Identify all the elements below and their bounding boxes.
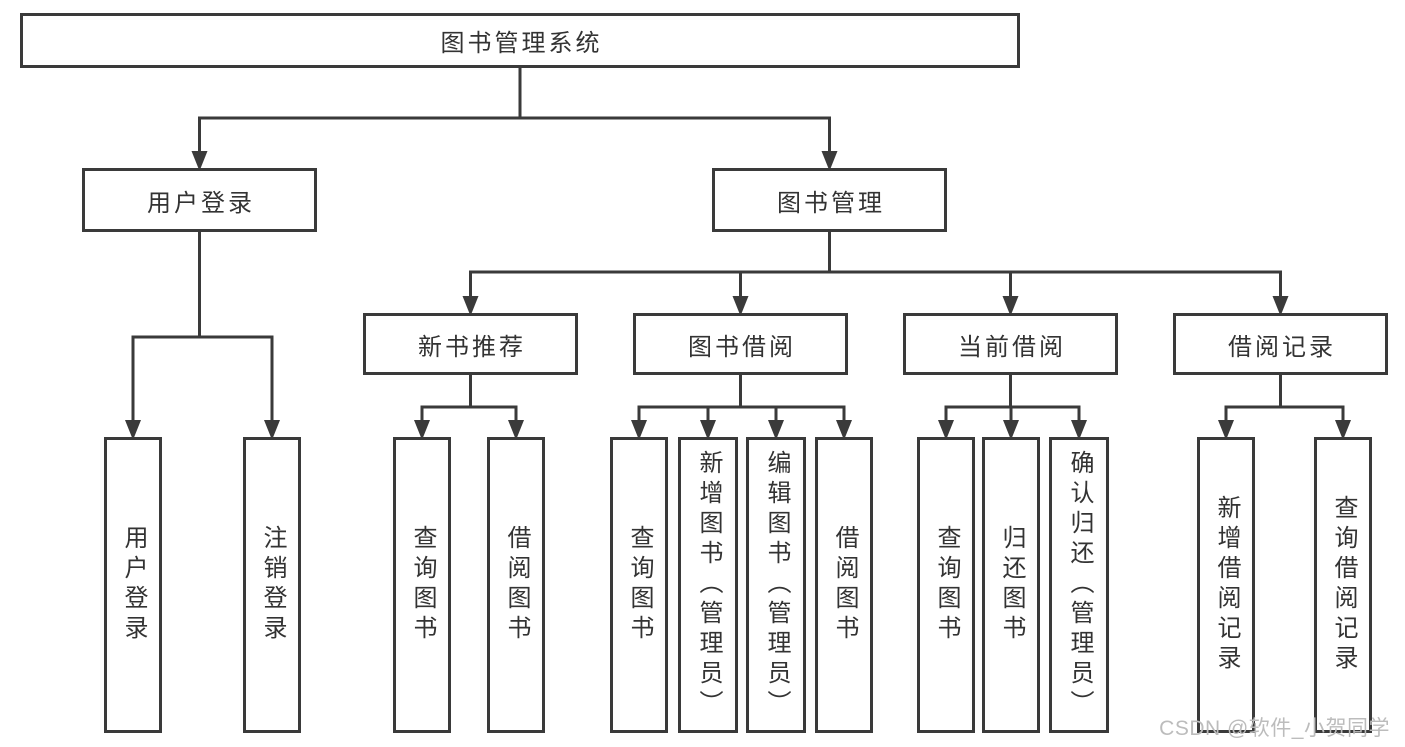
node-label-user-login: 用户登录	[120, 525, 147, 645]
node-label-user-login-module: 用户登录	[147, 189, 255, 217]
node-label-book-management: 图书管理	[777, 189, 885, 217]
node-book-management: 图书管理	[712, 168, 947, 232]
node-label-bb-query-books: 查询图书	[626, 525, 653, 645]
node-label-rec-add-record: 新增借阅记录	[1213, 495, 1240, 675]
node-label-nb-query-books: 查询图书	[409, 525, 436, 645]
node-borrowing-records: 借阅记录	[1173, 313, 1388, 375]
node-label-nb-borrow-books: 借阅图书	[503, 525, 530, 645]
node-label-borrowing-records: 借阅记录	[1228, 333, 1336, 361]
node-label-bb-edit-books: 编辑图书（管理员）	[763, 450, 790, 720]
node-label-logout: 注销登录	[259, 525, 286, 645]
node-system-root: 图书管理系统	[20, 13, 1020, 68]
node-bb-edit-books: 编辑图书（管理员）	[746, 437, 806, 733]
node-cb-confirm-return: 确认归还（管理员）	[1049, 437, 1109, 733]
node-label-book-borrowing: 图书借阅	[688, 333, 796, 361]
node-rec-query-record: 查询借阅记录	[1314, 437, 1372, 733]
node-bb-borrow-books: 借阅图书	[815, 437, 873, 733]
node-label-cb-return-books: 归还图书	[998, 525, 1025, 645]
node-label-bb-borrow-books: 借阅图书	[831, 525, 858, 645]
node-label-new-book-recommend: 新书推荐	[418, 333, 526, 361]
node-bb-query-books: 查询图书	[610, 437, 668, 733]
node-rec-add-record: 新增借阅记录	[1197, 437, 1255, 733]
csdn-watermark: CSDN @软件_小贺同学	[1159, 717, 1390, 740]
node-label-system-root: 图书管理系统	[440, 30, 603, 57]
node-logout: 注销登录	[243, 437, 301, 733]
node-nb-borrow-books: 借阅图书	[487, 437, 545, 733]
node-current-borrowing: 当前借阅	[903, 313, 1118, 375]
node-label-current-borrowing: 当前借阅	[958, 333, 1066, 361]
node-user-login: 用户登录	[104, 437, 162, 733]
node-label-cb-confirm-return: 确认归还（管理员）	[1066, 450, 1093, 720]
node-new-book-recommend: 新书推荐	[363, 313, 578, 375]
node-user-login-module: 用户登录	[82, 168, 317, 232]
node-bb-add-books: 新增图书（管理员）	[678, 437, 738, 733]
node-cb-query-books: 查询图书	[917, 437, 975, 733]
node-label-rec-query-record: 查询借阅记录	[1330, 495, 1357, 675]
node-nb-query-books: 查询图书	[393, 437, 451, 733]
node-label-bb-add-books: 新增图书（管理员）	[695, 450, 722, 720]
node-label-cb-query-books: 查询图书	[933, 525, 960, 645]
node-cb-return-books: 归还图书	[982, 437, 1040, 733]
node-book-borrowing: 图书借阅	[633, 313, 848, 375]
